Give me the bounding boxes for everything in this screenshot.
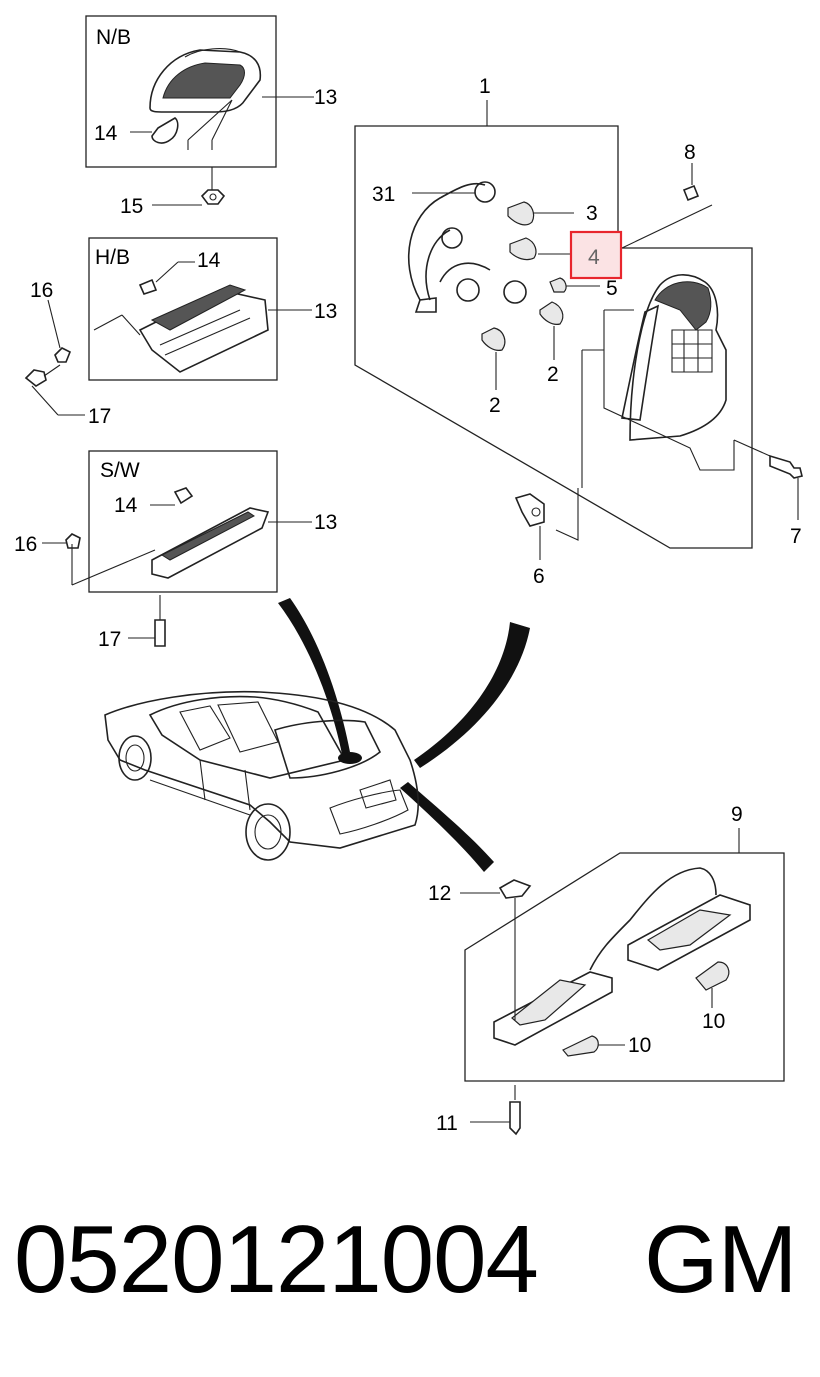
callout-16-sw: 16 [14,533,37,556]
callout-15: 15 [120,195,143,218]
screw-8 [682,163,700,202]
fasteners-sw [42,533,166,647]
callout-1: 1 [479,75,491,98]
highlight-callout-4: 4 [569,230,623,280]
callout-7: 7 [790,525,802,548]
screw-7 [769,454,803,520]
callout-13-nb: 13 [314,86,337,109]
clip-12 [460,879,532,1020]
sw-box: S/W [71,450,312,593]
callout-3: 3 [586,202,598,225]
callout-5: 5 [606,277,618,300]
parts-diagram: N/B 13 14 15 H/B 14 13 [14,15,803,1136]
callout-14-hb: 14 [197,249,221,272]
callout-12: 12 [428,882,451,905]
callout-16-hb: 16 [30,279,53,302]
hb-box: H/B [88,237,312,381]
callout-13-hb: 13 [314,300,337,323]
callout-17-hb: 17 [88,405,111,428]
part-number-caption: 0520121004 GM [14,1205,814,1315]
hb-label: H/B [95,246,130,269]
car-illustration [104,598,530,872]
nut-15 [152,167,226,206]
callout-14-nb: 14 [94,122,118,145]
callout-6: 6 [533,565,545,588]
socket-6 [514,493,545,560]
nb-label: N/B [96,26,131,49]
callout-10-left: 10 [628,1034,651,1057]
callout-11: 11 [436,1112,458,1135]
sw-label: S/W [100,459,140,482]
tail-lamp-assembly [354,100,771,549]
nb-box: N/B [85,15,314,168]
callout-31: 31 [372,183,395,206]
callout-10-right: 10 [702,1010,725,1033]
screw-11 [470,1085,521,1136]
license-lamp-assembly [464,828,785,1082]
brand-name: GM [644,1206,798,1313]
callout-17-sw: 17 [98,628,121,651]
callout-13-sw: 13 [314,511,337,534]
callout-9: 9 [731,803,743,826]
callout-4: 4 [588,246,600,269]
fasteners-hb [24,299,85,416]
callout-14-sw: 14 [114,494,138,517]
part-number: 0520121004 [14,1206,539,1313]
callout-8: 8 [684,141,696,164]
callout-2-right: 2 [547,363,559,386]
callout-2-left: 2 [489,394,501,417]
